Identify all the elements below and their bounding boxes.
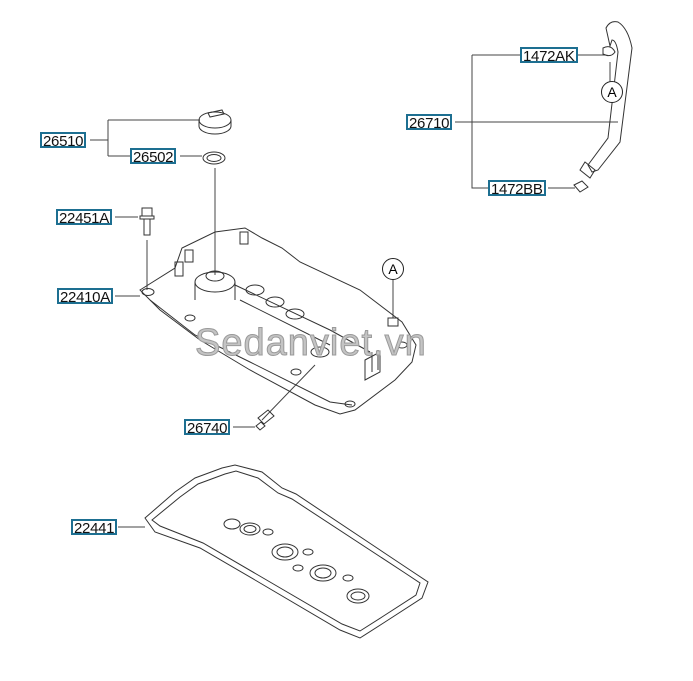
watermark-text: Sedanviet.vn [195, 322, 427, 365]
part-label-1472BB[interactable]: 1472BB [488, 180, 546, 197]
pcv-valve-drawing [255, 409, 275, 431]
part-label-22441[interactable]: 22441 [71, 519, 118, 536]
oil-cap-drawing [198, 109, 232, 135]
bolt-drawing [139, 207, 155, 236]
oil-cap-gasket-drawing [202, 151, 226, 165]
part-label-22451A[interactable]: 22451A [56, 209, 112, 226]
part-label-26502[interactable]: 26502 [130, 148, 177, 165]
breather-hose-drawing [573, 21, 633, 193]
cylinder-head-cover-drawing [139, 227, 417, 415]
reference-marker-a-hose: A [601, 81, 623, 103]
part-label-26510[interactable]: 26510 [40, 132, 87, 149]
reference-marker-a-cover: A [382, 258, 404, 280]
watermark: Sedanviet.vn [195, 322, 427, 365]
part-label-1472AK[interactable]: 1472AK [520, 47, 578, 64]
part-label-26710[interactable]: 26710 [406, 114, 453, 131]
part-label-26740[interactable]: 26740 [184, 419, 231, 436]
part-label-22410A[interactable]: 22410A [57, 288, 113, 305]
cover-gasket-drawing [144, 464, 429, 639]
leader-lines [90, 54, 618, 528]
